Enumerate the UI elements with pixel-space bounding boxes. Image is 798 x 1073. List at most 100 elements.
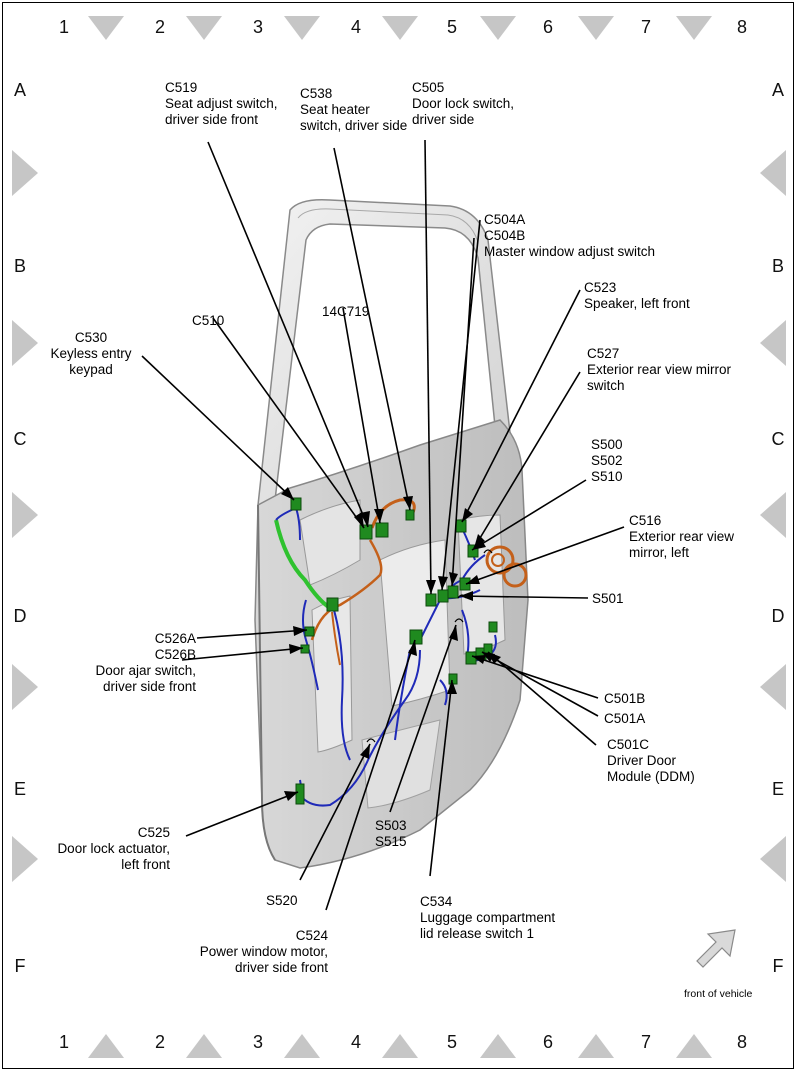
callout-c527-line1: Exterior rear view mirror [587,362,732,377]
callout-c523-code: C523 [584,280,617,295]
grid-col-6-bottom: 6 [542,1032,553,1052]
grid-col-8-bottom: 8 [736,1032,747,1052]
callout-c501a-code: C501A [604,711,646,726]
callout-s520: S520 [266,893,298,909]
connector-c504b [447,585,459,599]
callout-c504b-code: C504B [484,228,526,243]
callout-c501c-line2: Module (DDM) [607,769,695,784]
connector-c526 [326,597,339,612]
connector-c538 [375,522,389,538]
callout-s500: S500 S502 S510 [591,437,623,485]
callout-c538-line2: switch, driver side [300,118,408,133]
callout-c504-line1: Master window adjust switch [484,244,656,259]
connector-c525 [295,783,305,805]
callout-c526-line2: driver side front [102,679,196,694]
connector-c527 [467,544,479,558]
front-of-vehicle-label: front of vehicle [684,988,753,1000]
grid-col-7-top: 7 [640,17,651,37]
callout-c524-line1: Power window motor, [199,944,328,959]
grid-col-1-top: 1 [58,17,69,37]
wire-harness-green [274,519,332,610]
callout-s502-code: S502 [591,453,623,468]
callout-c538: C538 Seat heater switch, driver side [300,86,407,134]
callout-c510: C510 [192,313,224,329]
callout-s501-code: S501 [592,591,624,606]
callout-s515-code: S515 [375,834,407,849]
callout-c519-line2: driver side front [165,112,259,127]
callout-c504: C504A C504B Master window adjust switch [484,212,655,260]
callout-c526-line1: Door ajar switch, [95,663,196,678]
callout-c527-line2: switch [587,378,625,393]
callout-c516: C516 Exterior rear view mirror, left [629,513,734,561]
connector-c526b [300,644,310,654]
connector-c504a [437,589,449,603]
grid-row-a-right: A [771,80,784,100]
callout-c525: C525 Door lock actuator, left front [40,825,170,873]
leader-lines [141,139,625,911]
callout-c501a: C501A [604,711,645,727]
grid-row-c-left: C [13,429,27,449]
callout-c526: C526A C526B Door ajar switch, driver sid… [60,631,196,695]
callout-c534-code: C534 [420,894,453,909]
callout-c525-line2: left front [121,857,170,872]
connector-c519 [405,509,415,521]
callout-c516-line1: Exterior rear view [629,529,735,544]
grid-row-a-left: A [13,80,26,100]
grid-col-3-top: 3 [252,17,263,37]
callout-c538-line1: Seat heater [300,102,370,117]
grid-row-c-right: C [771,429,785,449]
callout-c523: C523 Speaker, left front [584,280,690,312]
callout-c527: C527 Exterior rear view mirror switch [587,346,731,394]
grid-col-2-bottom: 2 [154,1032,165,1052]
grid-col-2-top: 2 [154,17,165,37]
grid-col-5-top: 5 [446,17,457,37]
connector-c524 [409,629,423,645]
grid-col-4-top: 4 [350,17,361,37]
grid-col-5-bottom: 5 [446,1032,457,1052]
connector-extra [488,621,498,633]
callout-c501c-line1: Driver Door [607,753,677,768]
border-markers [12,16,786,1058]
connector-c510 [359,524,373,540]
callout-c534-line1: Luggage compartment [420,910,556,925]
callout-c525-line1: Door lock actuator, [57,841,170,856]
grid-col-7-bottom: 7 [640,1032,651,1052]
callout-c505-line1: Door lock switch, [412,96,515,111]
callout-s500-code: S500 [591,437,623,452]
callout-c524: C524 Power window motor, driver side fro… [190,928,328,976]
callout-c526a-code: C526A [154,631,196,646]
callout-c519: C519 Seat adjust switch, driver side fro… [165,80,278,128]
callout-s503: S503 S515 [375,818,407,850]
grid-row-d-left: D [13,606,27,626]
callout-s501: S501 [592,591,624,607]
callout-c505: C505 Door lock switch, driver side [412,80,514,128]
callout-c519-code: C519 [165,80,198,95]
grid-row-b-left: B [13,256,26,276]
callout-c505-code: C505 [412,80,445,95]
connector-c523 [455,519,467,533]
callout-c501b-code: C501B [604,691,646,706]
callout-c530-line1: Keyless entry [50,346,132,361]
connector-c501b [465,651,477,665]
callout-c510-code: C510 [192,313,225,328]
callout-14c719: 14C719 [322,304,369,320]
callout-c505-line2: driver side [412,112,475,127]
callout-c524-code: C524 [295,928,328,943]
grid-col-4-bottom: 4 [350,1032,361,1052]
front-of-vehicle-arrow-icon [696,929,736,968]
callout-c501c: C501C Driver Door Module (DDM) [607,737,695,785]
grid-row-f-right: F [772,956,784,976]
callout-c530: C530 Keyless entry keypad [40,330,142,378]
grid-col-3-bottom: 3 [252,1032,263,1052]
connector-c530 [290,497,302,511]
callout-c519-line1: Seat adjust switch, [165,96,278,111]
callout-c538-code: C538 [300,86,333,101]
connector-c526a [304,626,315,637]
grid-row-d-right: D [771,606,785,626]
callout-c516-code: C516 [629,513,662,528]
callout-c525-code: C525 [137,825,170,840]
grid-col-6-top: 6 [542,17,553,37]
callout-c524-line2: driver side front [234,960,328,975]
callout-c534-line2: lid release switch 1 [420,926,535,941]
callout-c523-line1: Speaker, left front [584,296,690,311]
